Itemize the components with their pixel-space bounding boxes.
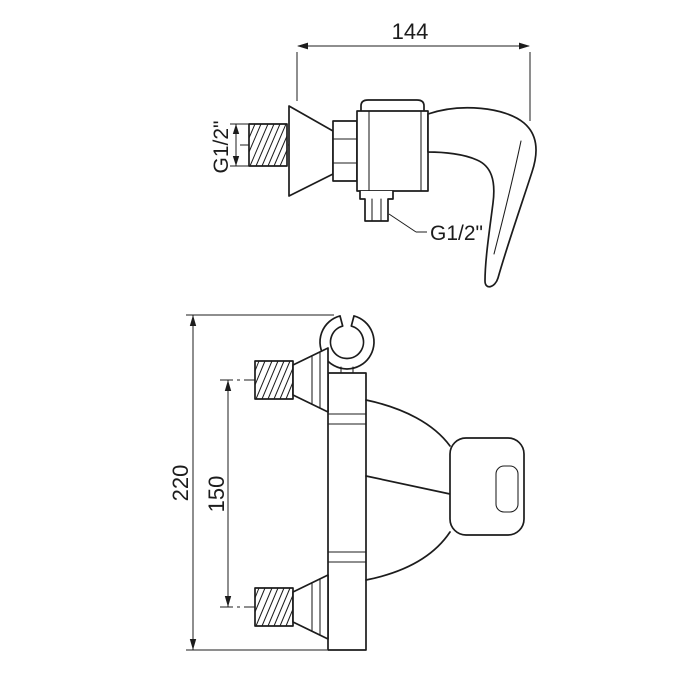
handle-front: [365, 399, 525, 581]
lever-handle-side: [427, 106, 537, 288]
outlet-thread-value: G1/2": [430, 222, 483, 245]
dim-width-value: 144: [392, 19, 429, 44]
mixer-body-side: [356, 110, 429, 192]
inlet-pipe-top-threads: [254, 360, 294, 400]
dim-arrow-left: [297, 42, 308, 50]
lever-handle-accent: [493, 140, 522, 255]
wall-nipple-side: [248, 123, 288, 167]
inlet-top: [254, 347, 329, 413]
union-nut-side: [332, 120, 358, 182]
body-to-handle-upper-curve: [365, 399, 451, 447]
inlet-pipe-bottom-threads: [254, 587, 294, 627]
dim-inlet-spacing-150: 150: [204, 379, 302, 608]
side-view: 144 G1/2": [210, 19, 537, 288]
escutcheon-cone-bottom: [292, 574, 329, 640]
outlet-thread-callout: G1/2": [388, 213, 483, 245]
wall-thread-value: G1/2": [210, 121, 233, 174]
dim-total-height-220: 220: [168, 314, 334, 651]
escutcheon-cone-side: [288, 105, 334, 197]
dim-220-arrow-top: [189, 315, 197, 326]
dim-wall-thread: G1/2": [210, 121, 249, 174]
thread-arrow-down: [232, 156, 240, 166]
dim-arrow-right: [519, 42, 530, 50]
dim-150-arrow-bottom: [224, 596, 232, 607]
dim-220-arrow-bottom: [189, 639, 197, 650]
body-cap-side: [360, 99, 425, 112]
dim-150-arrow-top: [224, 380, 232, 391]
front-view: 220 150: [168, 314, 525, 651]
outlet-leader-line: [388, 213, 417, 233]
dim-220-value: 220: [168, 465, 193, 502]
wall-nipple-threads: [248, 123, 288, 167]
handle-arm-bottom-line: [365, 475, 451, 495]
dim-width-144: 144: [296, 19, 531, 121]
inlet-bottom: [254, 574, 329, 640]
handle-knob-inset: [495, 465, 519, 513]
dim-150-value: 150: [204, 476, 229, 513]
thread-arrow-up: [232, 124, 240, 134]
body-to-handle-lower-curve: [365, 531, 451, 581]
mixer-body-front: [327, 372, 367, 651]
escutcheon-cone-top: [292, 347, 329, 413]
shower-outlet-side: [359, 190, 394, 222]
